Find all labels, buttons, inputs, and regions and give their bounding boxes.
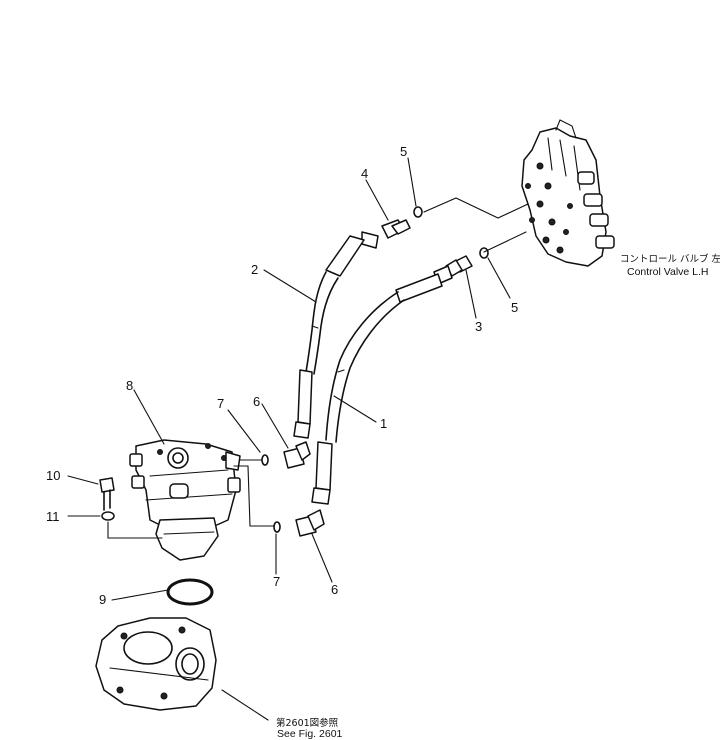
callout-1: 1 [380, 416, 387, 431]
o-ring-5-lower [479, 247, 489, 259]
connection-line [423, 197, 529, 219]
callout-3: 3 [475, 319, 482, 334]
callout-6-lower: 6 [331, 582, 338, 597]
callout-5-lower: 5 [511, 300, 518, 315]
connection-line [483, 231, 527, 253]
o-ring-5-upper [413, 206, 423, 218]
see-fig-note-jp: 第2601図参照 [276, 717, 339, 729]
leader-lines [67, 157, 511, 721]
o-ring-7-upper [261, 454, 269, 466]
hose-2 [293, 231, 379, 439]
callout-6-upper: 6 [253, 394, 260, 409]
elbow-6-lower [295, 509, 325, 537]
see-fig-note-en: See Fig. 2601 [277, 728, 343, 740]
callout-5-upper: 5 [400, 144, 407, 159]
callout-7-upper: 7 [217, 396, 224, 411]
hose-1 [311, 265, 453, 505]
connection-line [233, 465, 275, 527]
washer-11 [101, 511, 115, 521]
callout-2: 2 [251, 262, 258, 277]
callout-7-lower: 7 [273, 574, 280, 589]
control-valve-note-jp: コントロール バルブ 左 [620, 253, 720, 265]
bolt-10 [99, 477, 115, 511]
control-valve-lh [521, 119, 615, 267]
callout-11: 11 [46, 509, 60, 524]
o-ring-9 [166, 578, 214, 606]
housing [95, 617, 217, 711]
connection-line [107, 521, 163, 539]
callout-10: 10 [46, 468, 60, 483]
callout-4: 4 [361, 166, 368, 181]
callout-8: 8 [126, 378, 133, 393]
pump-8 [129, 439, 241, 561]
adapter-4 [381, 219, 411, 239]
callout-9: 9 [99, 592, 106, 607]
o-ring-7-lower [273, 521, 281, 533]
control-valve-note-en: Control Valve L.H [627, 266, 709, 278]
elbow-6-upper [283, 441, 311, 469]
